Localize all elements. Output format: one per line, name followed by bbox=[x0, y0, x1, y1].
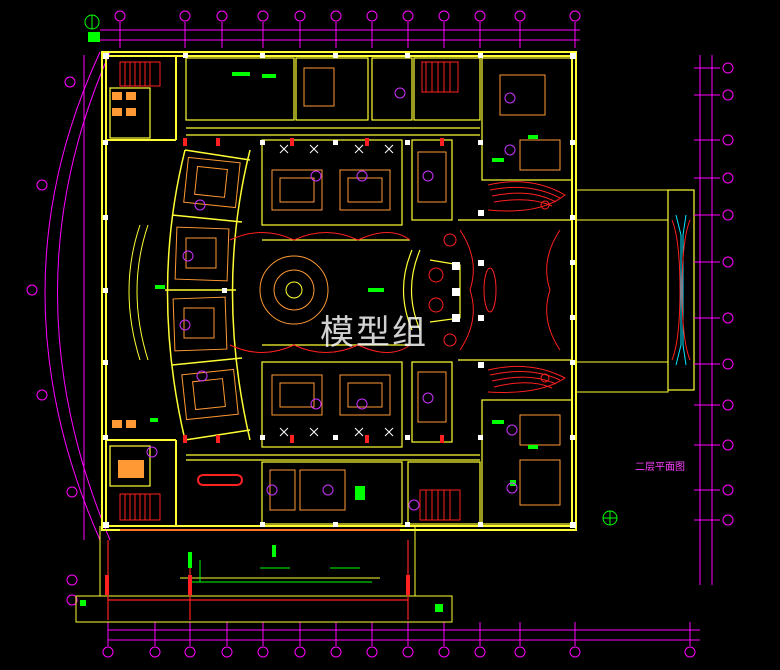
sky-bridge bbox=[575, 189, 695, 393]
north-arrow-icon bbox=[84, 14, 100, 42]
annex-red-lines bbox=[107, 529, 409, 620]
top-grid-bubbles bbox=[114, 10, 581, 22]
bottom-grid-bubbles bbox=[102, 646, 696, 658]
dimension-grid bbox=[44, 29, 713, 641]
central-round-area bbox=[229, 232, 411, 353]
room-number-bubbles bbox=[146, 87, 518, 511]
bottom-annex bbox=[75, 526, 453, 623]
lobby-walls bbox=[402, 219, 572, 361]
top-grid-ticks bbox=[119, 22, 576, 48]
grand-stairs bbox=[459, 181, 566, 393]
structural-columns bbox=[103, 53, 576, 528]
watermark-text: 模型组 bbox=[320, 313, 428, 353]
red-column-markers bbox=[105, 138, 444, 595]
left-stairs bbox=[119, 61, 461, 521]
bar-counter bbox=[197, 474, 243, 486]
left-corridor bbox=[128, 224, 149, 361]
interior-walls bbox=[109, 57, 573, 525]
annex-green-lines bbox=[190, 560, 372, 583]
drawing-title: 二层平面图 bbox=[635, 462, 685, 473]
restroom-fixtures bbox=[112, 92, 144, 478]
crescent-furniture bbox=[172, 156, 241, 421]
green-tags bbox=[80, 72, 538, 612]
exterior-walls bbox=[101, 51, 577, 531]
left-grid-bubbles bbox=[26, 76, 78, 606]
right-grid-bubbles bbox=[722, 62, 734, 526]
bottom-grid-ticks bbox=[107, 622, 691, 646]
section-marker-icon bbox=[602, 510, 618, 526]
meeting-room-furniture bbox=[269, 67, 561, 511]
lobby-fixtures bbox=[428, 200, 550, 383]
right-grid-ticks bbox=[694, 67, 720, 521]
cross-tables bbox=[279, 144, 394, 437]
